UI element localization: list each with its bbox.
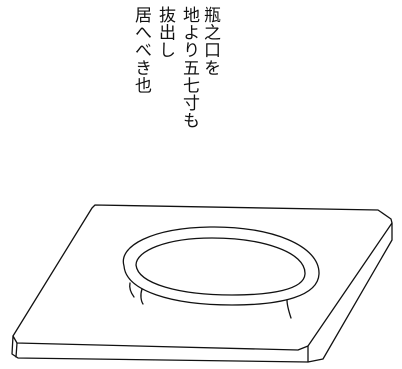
board-right-side: [307, 222, 393, 363]
board-front-corner: [15, 342, 18, 358]
text-column-2: 地より五七寸も: [179, 6, 199, 130]
text-column-3: 抜出し: [155, 6, 175, 59]
board-front-side: [11, 335, 309, 363]
vessel-mouth-inner-opening: [135, 237, 306, 296]
left-drip-line: [129, 282, 135, 298]
left-drip-line-2: [140, 288, 144, 305]
text-column-1: 瓶之口を: [200, 6, 220, 77]
right-drip-line: [286, 299, 292, 319]
board-top-face: [12, 204, 393, 351]
vessel-mouth-outer-ring: [122, 226, 320, 306]
text-column-4: 居へべき也: [131, 6, 151, 94]
